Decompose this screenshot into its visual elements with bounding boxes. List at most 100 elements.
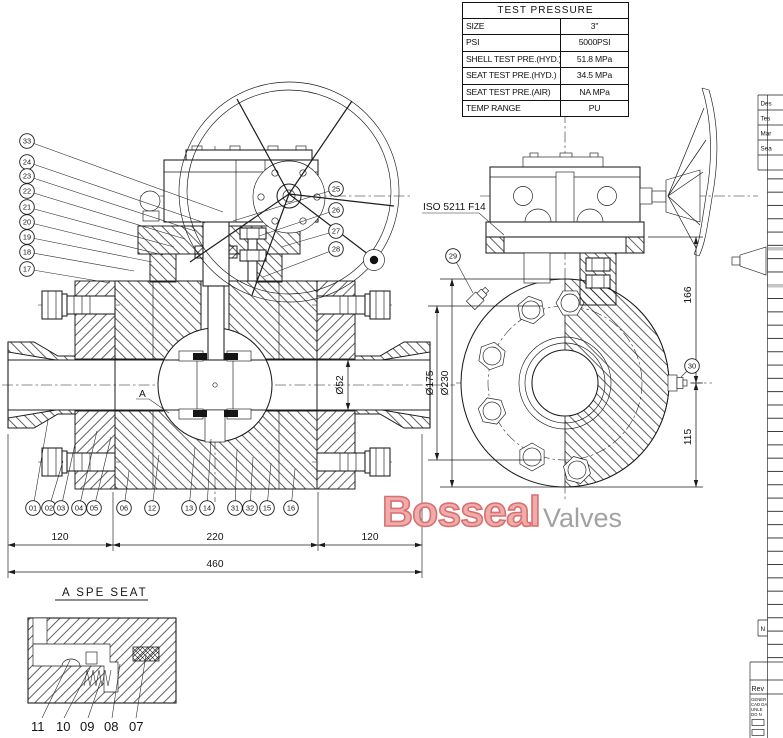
spec-row: Des: [761, 101, 772, 108]
handwheel: [178, 81, 400, 303]
spec-table-partial: Des Tes Mar Sea: [757, 94, 783, 171]
dim-bolt-circle: Ø175: [425, 370, 436, 395]
packing: [194, 245, 204, 259]
left-closure: [74, 410, 116, 490]
table-row: SEAT TEST PRE.(HYD.) 34.5 MPa: [463, 68, 628, 85]
iso-mounting-plate: [485, 221, 645, 238]
dim-length-total: 460: [207, 559, 224, 570]
svg-text:21: 21: [23, 203, 31, 212]
rev-label: Rev: [752, 686, 765, 693]
svg-text:28: 28: [332, 245, 340, 254]
row-label: SEAT TEST PRE.(HYD.): [463, 68, 561, 84]
svg-text:14: 14: [203, 504, 211, 513]
trunnion: [204, 409, 226, 443]
balloon-28: 28: [262, 241, 344, 278]
svg-text:29: 29: [449, 252, 457, 261]
table-title: TEST PRESSURE: [463, 3, 628, 19]
balloon-29: 29: [445, 248, 474, 294]
svg-text:13: 13: [185, 504, 193, 513]
projection-symbol: [751, 719, 765, 726]
svg-text:12: 12: [148, 504, 156, 513]
row-label: SIZE: [463, 19, 561, 35]
svg-text:01: 01: [29, 504, 37, 513]
knob-stem: [731, 256, 741, 266]
dim-length-left: 120: [52, 532, 69, 543]
actuator-side: [485, 152, 645, 306]
dim-height-lower: 115: [683, 429, 694, 446]
bore: [531, 349, 599, 417]
svg-text:04: 04: [75, 504, 83, 513]
balloons: 33 24 23 22 21 20 19 18 17 01 02 03 04 0…: [19, 133, 700, 516]
svg-text:03: 03: [57, 504, 65, 513]
balloon-23: 23: [19, 168, 196, 232]
seat-seal: [224, 353, 238, 360]
detail-view: A SPE SEAT 11 10 09 08 07: [27, 587, 177, 734]
detail-item: 08: [104, 719, 118, 734]
balloon-31: 31: [227, 448, 243, 516]
svg-text:22: 22: [23, 187, 31, 196]
left-weld-end: [7, 409, 76, 429]
detail-callouts: 11 10 09 08 07: [31, 654, 147, 734]
section-marker: A: [139, 389, 146, 400]
seat-seal: [193, 353, 207, 360]
row-value: 5000PSI: [578, 37, 611, 48]
balloon-19: 19: [19, 229, 153, 263]
row-label: SHELL TEST PRE.(HYD.): [463, 51, 561, 68]
balloon-17: 17: [19, 261, 111, 284]
detail-item: 09: [80, 719, 94, 734]
svg-text:19: 19: [23, 233, 31, 242]
svg-text:30: 30: [688, 362, 696, 371]
balloon-30: 30: [680, 358, 700, 378]
row-value: 3": [590, 21, 599, 31]
note-cell: N: [757, 619, 768, 637]
svg-text:32: 32: [246, 504, 254, 513]
svg-text:20: 20: [23, 218, 31, 227]
balloon-16: 16: [283, 468, 299, 516]
iso-flange-label: ISO 5211 F14: [423, 202, 486, 213]
balloon-02: 02: [41, 460, 64, 516]
balloon-05: 05: [86, 436, 112, 516]
front-section-view: [7, 81, 431, 490]
svg-text:06: 06: [120, 504, 128, 513]
detail-item: 10: [56, 719, 70, 734]
vent-fitting: [667, 374, 688, 392]
vent-knob: [139, 190, 161, 212]
svg-text:17: 17: [23, 265, 31, 274]
scan-artifact: [768, 247, 783, 251]
balloon-14: 14: [199, 438, 215, 516]
fine-print: UNLE: [751, 707, 763, 712]
svg-text:05: 05: [90, 504, 98, 513]
table-row: SEAT TEST PRE.(AIR) NA MPa: [463, 84, 628, 101]
flange-bolts: [477, 290, 591, 484]
spoke-lines: [667, 107, 707, 249]
balloon-06: 06: [116, 470, 132, 516]
balloon-01: 01: [25, 419, 49, 516]
svg-text:26: 26: [332, 206, 340, 215]
fine-print: CAD DA: [751, 702, 767, 707]
spec-row: Sea: [761, 146, 773, 153]
dimensions: 120 220 120 460 Ø52 Ø175 Ø230 166 115: [7, 236, 703, 578]
balloon-33: 33: [19, 133, 224, 213]
gland-bolts: [239, 227, 267, 282]
balloon-26: 26: [258, 202, 344, 237]
stem-lower: [207, 285, 225, 361]
support-column: [149, 253, 177, 283]
wheel-hub: [252, 160, 326, 234]
spec-row: Mar: [761, 131, 772, 138]
grease-fitting: [465, 286, 490, 311]
table-row: PSI 5000PSI: [463, 35, 628, 52]
packing: [228, 245, 238, 259]
balloon-25: 25: [232, 181, 344, 222]
row-label: TEMP RANGE: [463, 100, 561, 117]
seat-seal: [224, 410, 238, 417]
balloon-04: 04: [71, 430, 98, 516]
right-weld-end: [354, 341, 431, 361]
spring: [83, 669, 112, 687]
row-value: NA MPa: [579, 86, 610, 97]
scan-artifact: [768, 284, 783, 288]
row-value: 34.5 MPa: [576, 70, 613, 81]
dim-flange-od: Ø230: [440, 370, 451, 395]
test-pressure-table: TEST PRESSURE SIZE 3" PSI 5000PSI SHELL …: [462, 2, 629, 118]
ball-center: [212, 382, 218, 388]
side-view: [460, 87, 767, 488]
